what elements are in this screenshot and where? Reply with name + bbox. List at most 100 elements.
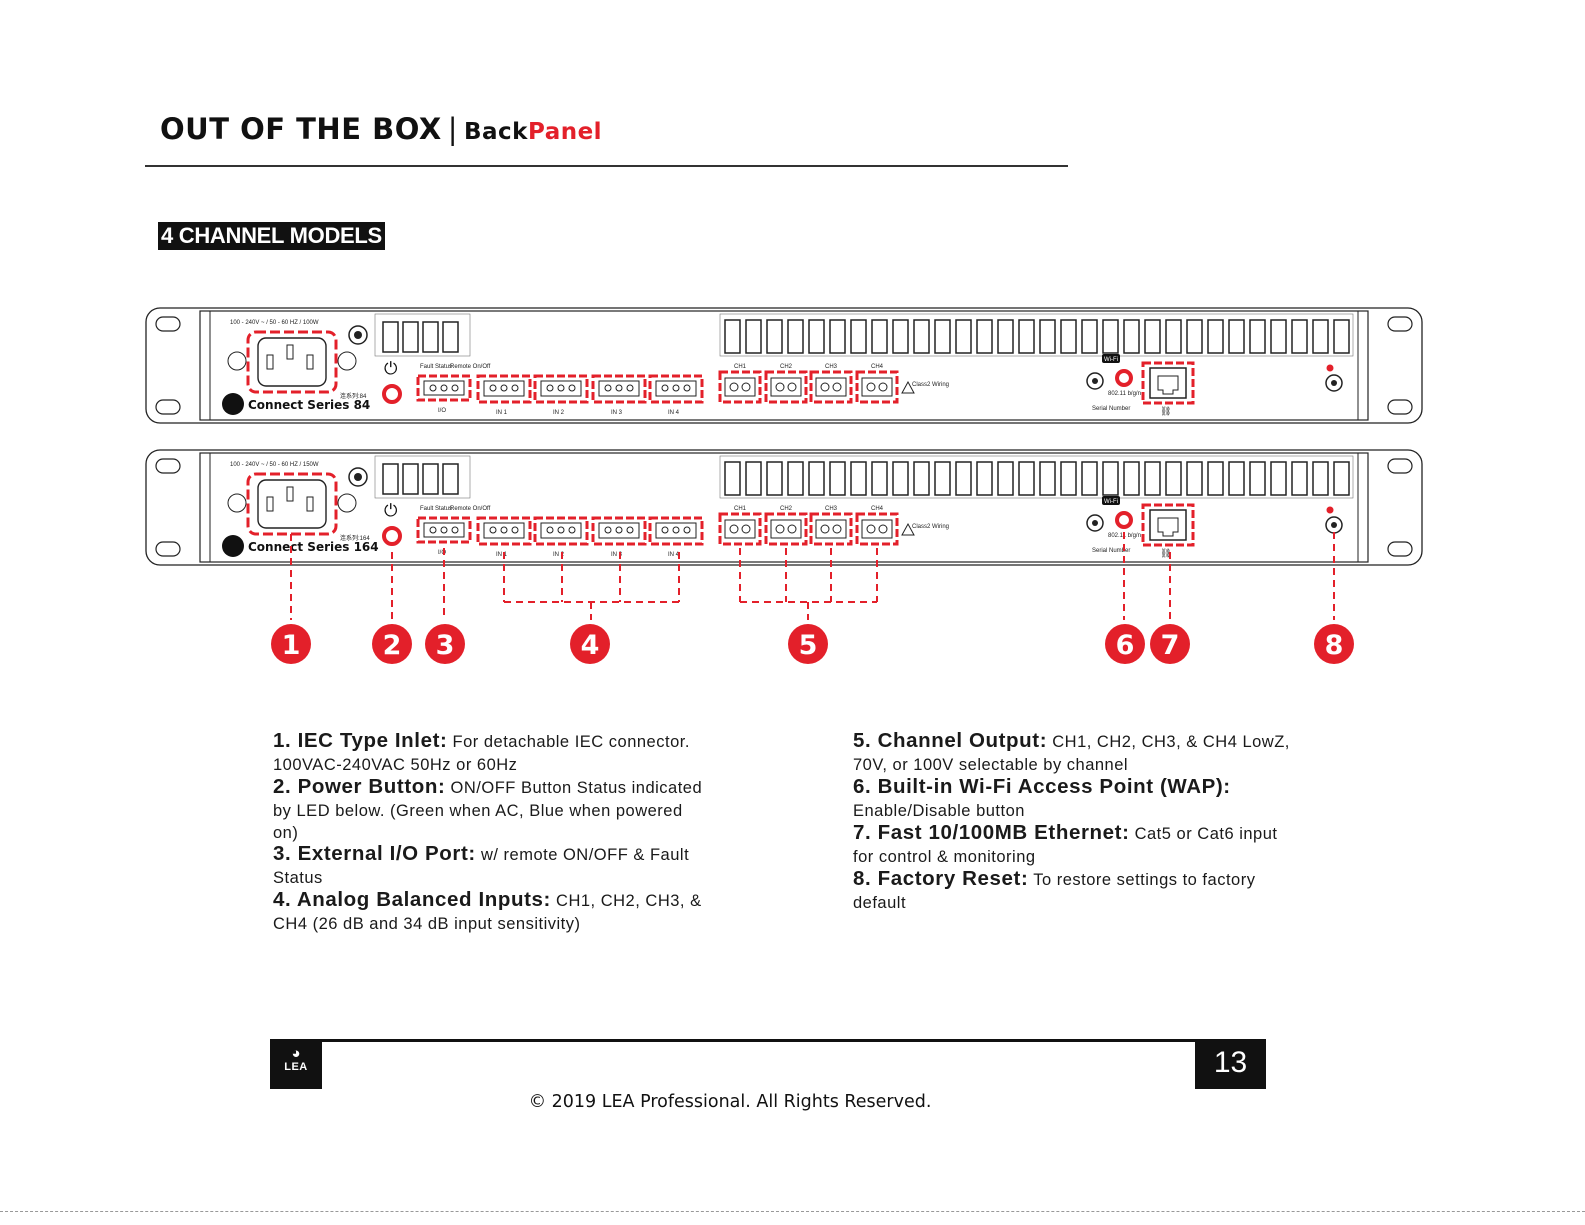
callout-number: 1: [282, 630, 301, 661]
output-pin: [820, 382, 830, 392]
power-icon: ⏻: [384, 359, 398, 379]
warning-icon: [901, 522, 915, 536]
io-pin: [451, 384, 459, 392]
copyright: © 2019 LEA Professional. All Rights Rese…: [528, 1092, 932, 1112]
vent-slot: [829, 319, 846, 354]
chassis-outline: [199, 452, 1369, 563]
model-tag: 连系列:164: [340, 534, 370, 542]
footer-rule: [270, 1039, 1266, 1042]
serial-label: Serial Number: [1092, 548, 1130, 554]
vent-slot: [1039, 319, 1056, 354]
mount-slot: [155, 458, 181, 474]
power-spec: 100 - 240V ~ / 50 - 60 HZ / 100W: [230, 320, 319, 326]
callout-number: 8: [1325, 630, 1344, 661]
input-label: IN 4: [668, 552, 680, 558]
channel-label: CH4: [871, 364, 884, 370]
remote-label: Remote On/Off: [450, 364, 491, 370]
vent-slot: [1060, 319, 1077, 354]
desc-title: 4. Analog Balanced Inputs:: [273, 888, 551, 911]
brand-logo-icon: [222, 535, 244, 557]
input-label: IN 1: [496, 552, 508, 558]
page-edge-line: [0, 1211, 1585, 1212]
input-pin: [672, 384, 680, 392]
input-pin: [626, 384, 634, 392]
input-pin: [604, 384, 612, 392]
callout-circle: [372, 624, 412, 664]
input-pin: [557, 526, 565, 534]
callout-2: 2: [372, 624, 412, 664]
back-panel-diagram: 100 - 240V ~ / 50 - 60 HZ / 100W Connect …: [145, 307, 1423, 664]
input-pin: [500, 384, 508, 392]
desc-item-6: 6. Built-in Wi-Fi Access Point (WAP): En…: [853, 775, 1303, 822]
warning-icon: [901, 380, 915, 394]
callout-circle: [570, 624, 610, 664]
brand-name: Connect Series 84: [248, 398, 370, 412]
channel-label: CH2: [780, 364, 793, 370]
vent-slot: [442, 463, 459, 495]
desc-text: To restore settings to factory default: [853, 871, 1256, 912]
panel-164: 100 - 240V ~ / 50 - 60 HZ / 150WConnect …: [145, 449, 1423, 566]
callout-number: 6: [1116, 630, 1135, 661]
vent-slot: [1165, 319, 1182, 354]
vent-slot: [1060, 461, 1077, 496]
wifi-logo-text: Wi-Fi: [1104, 499, 1118, 505]
desc-text: ON/OFF Button Status indicated by LED be…: [273, 779, 703, 842]
mount-slot: [1387, 399, 1413, 415]
io-label: I/O: [438, 550, 446, 556]
input-pin: [661, 526, 669, 534]
vent-slot: [913, 319, 930, 354]
channel-label: CH1: [734, 506, 747, 512]
mount-slot: [1387, 316, 1413, 332]
reset-indicator-icon: [1326, 364, 1334, 372]
vent-slot: [808, 319, 825, 354]
callout-1: 1: [271, 624, 311, 664]
channel-label: CH3: [825, 506, 838, 512]
network-icon: ⛓: [1160, 406, 1171, 417]
vent-slot: [1144, 461, 1161, 496]
mount-slot: [1387, 458, 1413, 474]
vent-slot: [1291, 461, 1308, 496]
brand-logo-icon: [222, 393, 244, 415]
vent-slot: [745, 461, 762, 496]
io-pin: [440, 526, 448, 534]
vent-slot: [1207, 319, 1224, 354]
vent-slot: [850, 461, 867, 496]
vent-slot: [402, 321, 419, 353]
vent-slot: [1018, 319, 1035, 354]
io-pin: [440, 384, 448, 392]
callout-5: 5: [788, 624, 828, 664]
fault-label: Fault Status: [420, 506, 452, 512]
channel-output: [724, 519, 756, 539]
desc-item-4: 4. Analog Balanced Inputs: CH1, CH2, CH3…: [273, 888, 713, 935]
vent-slot: [1207, 461, 1224, 496]
desc-text: Enable/Disable button: [853, 801, 1025, 820]
ethernet-jack-icon: [1157, 517, 1179, 537]
vent-slot: [934, 461, 951, 496]
desc-title: 3. External I/O Port:: [273, 842, 476, 865]
callout-circle: [425, 624, 465, 664]
desc-title: 2. Power Button:: [273, 775, 446, 798]
callout-4: 4: [570, 624, 610, 664]
channel-output: [861, 377, 893, 397]
channel-output: [724, 377, 756, 397]
vent-slot: [976, 461, 993, 496]
vent-slot: [382, 321, 399, 353]
vent-slot: [892, 319, 909, 354]
input-pin: [511, 526, 519, 534]
input-pin: [604, 526, 612, 534]
iec-pin: [286, 344, 294, 360]
output-pin: [832, 382, 842, 392]
page-number: 13: [1195, 1039, 1266, 1089]
input-label: IN 1: [496, 410, 508, 416]
vent-slot: [850, 319, 867, 354]
vent-slot: [766, 461, 783, 496]
iec-pin: [266, 496, 274, 512]
vent-slot: [422, 463, 439, 495]
serial-label: Serial Number: [1092, 406, 1130, 412]
io-pin: [429, 384, 437, 392]
vent-slot: [1333, 461, 1350, 496]
network-icon: ⛓: [1160, 548, 1171, 559]
output-pin: [787, 524, 797, 534]
vent-slot: [1123, 461, 1140, 496]
model-tag: 连系列:84: [340, 392, 367, 400]
